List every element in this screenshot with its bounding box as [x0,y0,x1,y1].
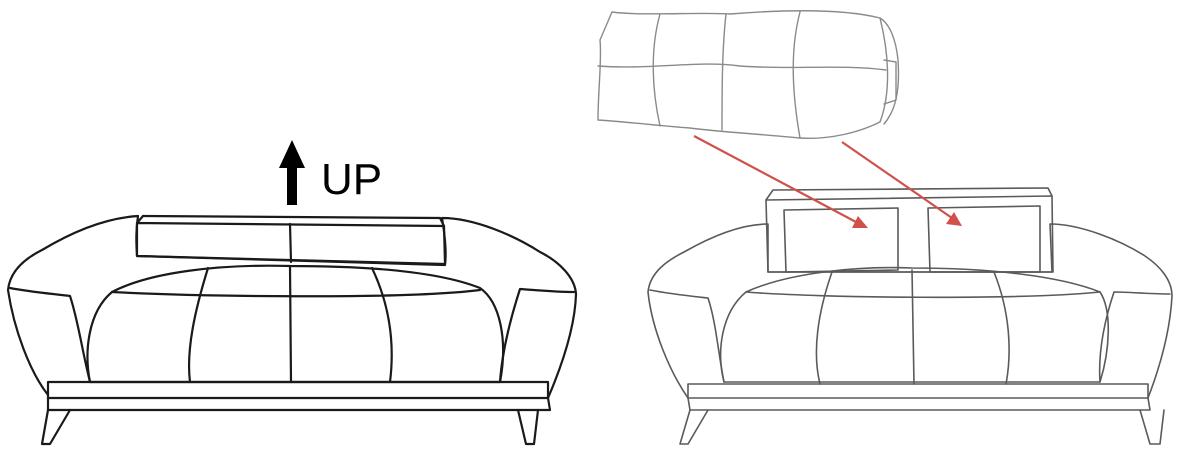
left-sofa [8,216,576,444]
right-sofa-outline [648,224,1172,398]
guide-arrow-right [842,142,962,226]
up-label: UP [321,158,382,202]
detached-backrest-sketch [598,11,898,139]
left-seat-cushion [88,266,504,382]
left-sofa-leg-left [42,410,70,444]
left-sofa-leg-right [518,410,538,444]
guide-arrow-left [694,136,868,228]
right-backrest-frame [766,196,1053,272]
right-sofa [648,188,1172,444]
up-arrow-icon [279,140,305,205]
